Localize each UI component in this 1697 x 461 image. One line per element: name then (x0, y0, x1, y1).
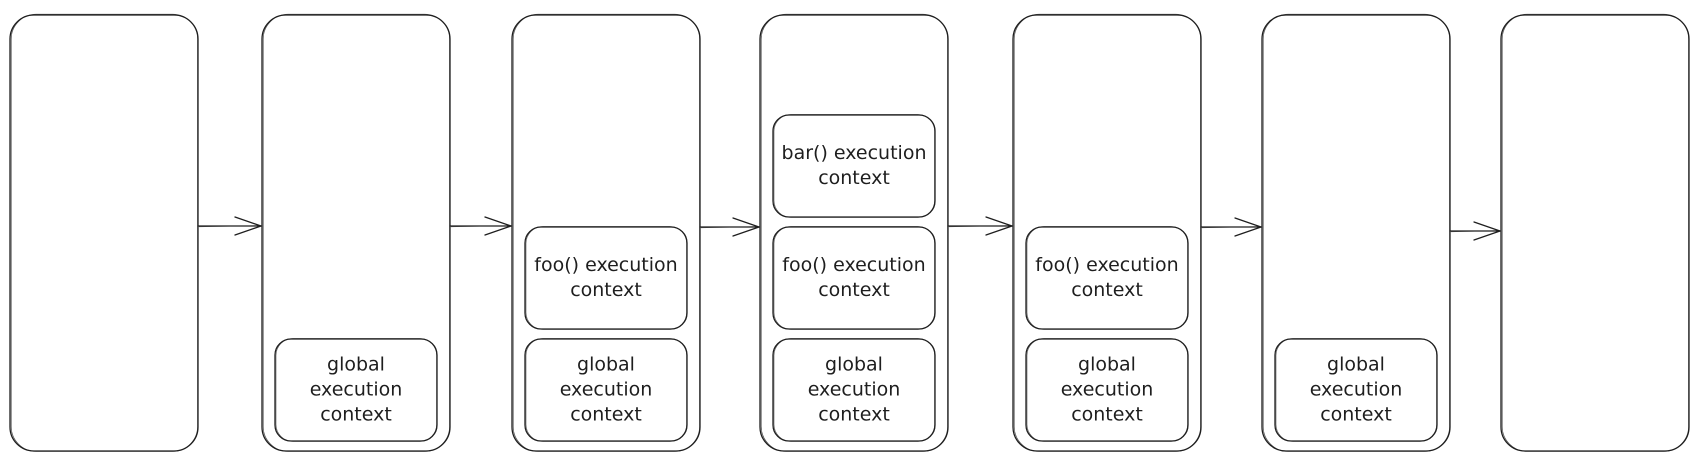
execution-context-label-line: foo() execution (1035, 254, 1178, 276)
transition-arrow-2 (449, 216, 512, 236)
stack-frame-outline (9, 14, 199, 452)
execution-context-outline-sketch (1275, 338, 1437, 442)
execution-context-label-line: global (577, 354, 635, 376)
execution-context-box: bar() execution context (772, 114, 936, 218)
stack-frame-outline (261, 14, 451, 452)
execution-context-label-line: context (570, 279, 642, 301)
transition-arrow-5 (1200, 217, 1262, 237)
execution-context-label-line: context (818, 167, 890, 189)
execution-context-outline (772, 338, 936, 442)
execution-context-box: foo() execution context (772, 226, 936, 330)
execution-context-label-line: context (1320, 404, 1392, 426)
stack-frame-outline (759, 14, 949, 452)
execution-context-label-line: foo() execution (534, 254, 677, 276)
execution-context-outline (1025, 226, 1189, 330)
stack-frame-outline (1500, 14, 1690, 452)
arrow-head (732, 217, 760, 237)
stack-frame-4: bar() execution context foo() execution con… (759, 13, 949, 452)
execution-context-box: global execution context (524, 338, 688, 442)
stack-frame-outline (511, 14, 701, 452)
stack-frame-outline-sketch (760, 13, 948, 452)
stack-frame-outline (1261, 14, 1451, 452)
stack-frame-7 (1500, 13, 1690, 452)
execution-context-label-line: context (1071, 404, 1143, 426)
transition-arrow-6 (1449, 221, 1501, 241)
execution-context-outline (1274, 338, 1438, 442)
execution-context-outline (524, 226, 688, 330)
execution-context-label-line: context (818, 279, 890, 301)
execution-context-label-line: global (327, 354, 385, 376)
execution-context-label-line: execution (310, 379, 403, 401)
stack-frame-outline-sketch (262, 13, 450, 452)
transition-arrow-4 (947, 216, 1013, 236)
stack-frame-6: global execution context (1261, 13, 1451, 452)
execution-context-box: foo() execution context (524, 226, 688, 330)
execution-context-outline-sketch (525, 226, 687, 330)
execution-context-label-line: execution (560, 379, 653, 401)
execution-context-outline-sketch (773, 226, 935, 330)
execution-context-outline-sketch (1026, 226, 1188, 330)
transition-arrow-1 (197, 216, 262, 236)
execution-context-outline-sketch (525, 338, 687, 442)
execution-context-outline (524, 338, 688, 442)
execution-context-outline (1025, 338, 1189, 442)
execution-context-outline-sketch (1026, 338, 1188, 442)
stack-frame-outline-sketch (1262, 13, 1450, 452)
transition-arrow-3 (699, 217, 760, 237)
execution-context-label-line: execution (1310, 379, 1403, 401)
execution-context-outline-sketch (773, 338, 935, 442)
execution-context-label-line: execution (1061, 379, 1154, 401)
execution-context-label-line: execution (808, 379, 901, 401)
stack-frame-1 (9, 13, 199, 452)
execution-context-label-line: global (825, 354, 883, 376)
execution-context-box: global execution context (1025, 338, 1189, 442)
stack-frame-outline-sketch (1501, 13, 1689, 452)
stack-frame-outline (1012, 14, 1202, 452)
execution-context-label-line: global (1327, 354, 1385, 376)
stack-frame-2: global execution context (261, 13, 451, 452)
execution-context-label-line: context (570, 404, 642, 426)
stack-frame-outline-sketch (10, 13, 198, 452)
execution-context-label-line: context (818, 404, 890, 426)
execution-context-box: foo() execution context (1025, 226, 1189, 330)
execution-context-label-line: global (1078, 354, 1136, 376)
execution-context-outline (772, 226, 936, 330)
arrow-head (484, 216, 512, 236)
arrow-head (1473, 221, 1501, 241)
execution-context-outline-sketch (275, 338, 437, 442)
stack-frame-3: foo() execution context global execution con… (511, 13, 701, 452)
arrow-head (1234, 217, 1262, 237)
arrow-head (985, 216, 1013, 236)
stack-frame-outline-sketch (1013, 13, 1201, 452)
execution-context-outline (274, 338, 438, 442)
execution-context-outline (772, 114, 936, 218)
execution-context-label-line: context (320, 404, 392, 426)
arrow-head (234, 216, 262, 236)
execution-context-box: global execution context (1274, 338, 1438, 442)
stack-frame-5: foo() execution context global execution con… (1012, 13, 1202, 452)
execution-context-label-line: context (1071, 279, 1143, 301)
stack-frame-outline-sketch (512, 13, 700, 452)
execution-context-label-line: bar() execution (782, 142, 927, 164)
execution-context-box: global execution context (274, 338, 438, 442)
execution-context-box: global execution context (772, 338, 936, 442)
execution-context-label-line: foo() execution (782, 254, 925, 276)
execution-context-outline-sketch (773, 114, 935, 218)
